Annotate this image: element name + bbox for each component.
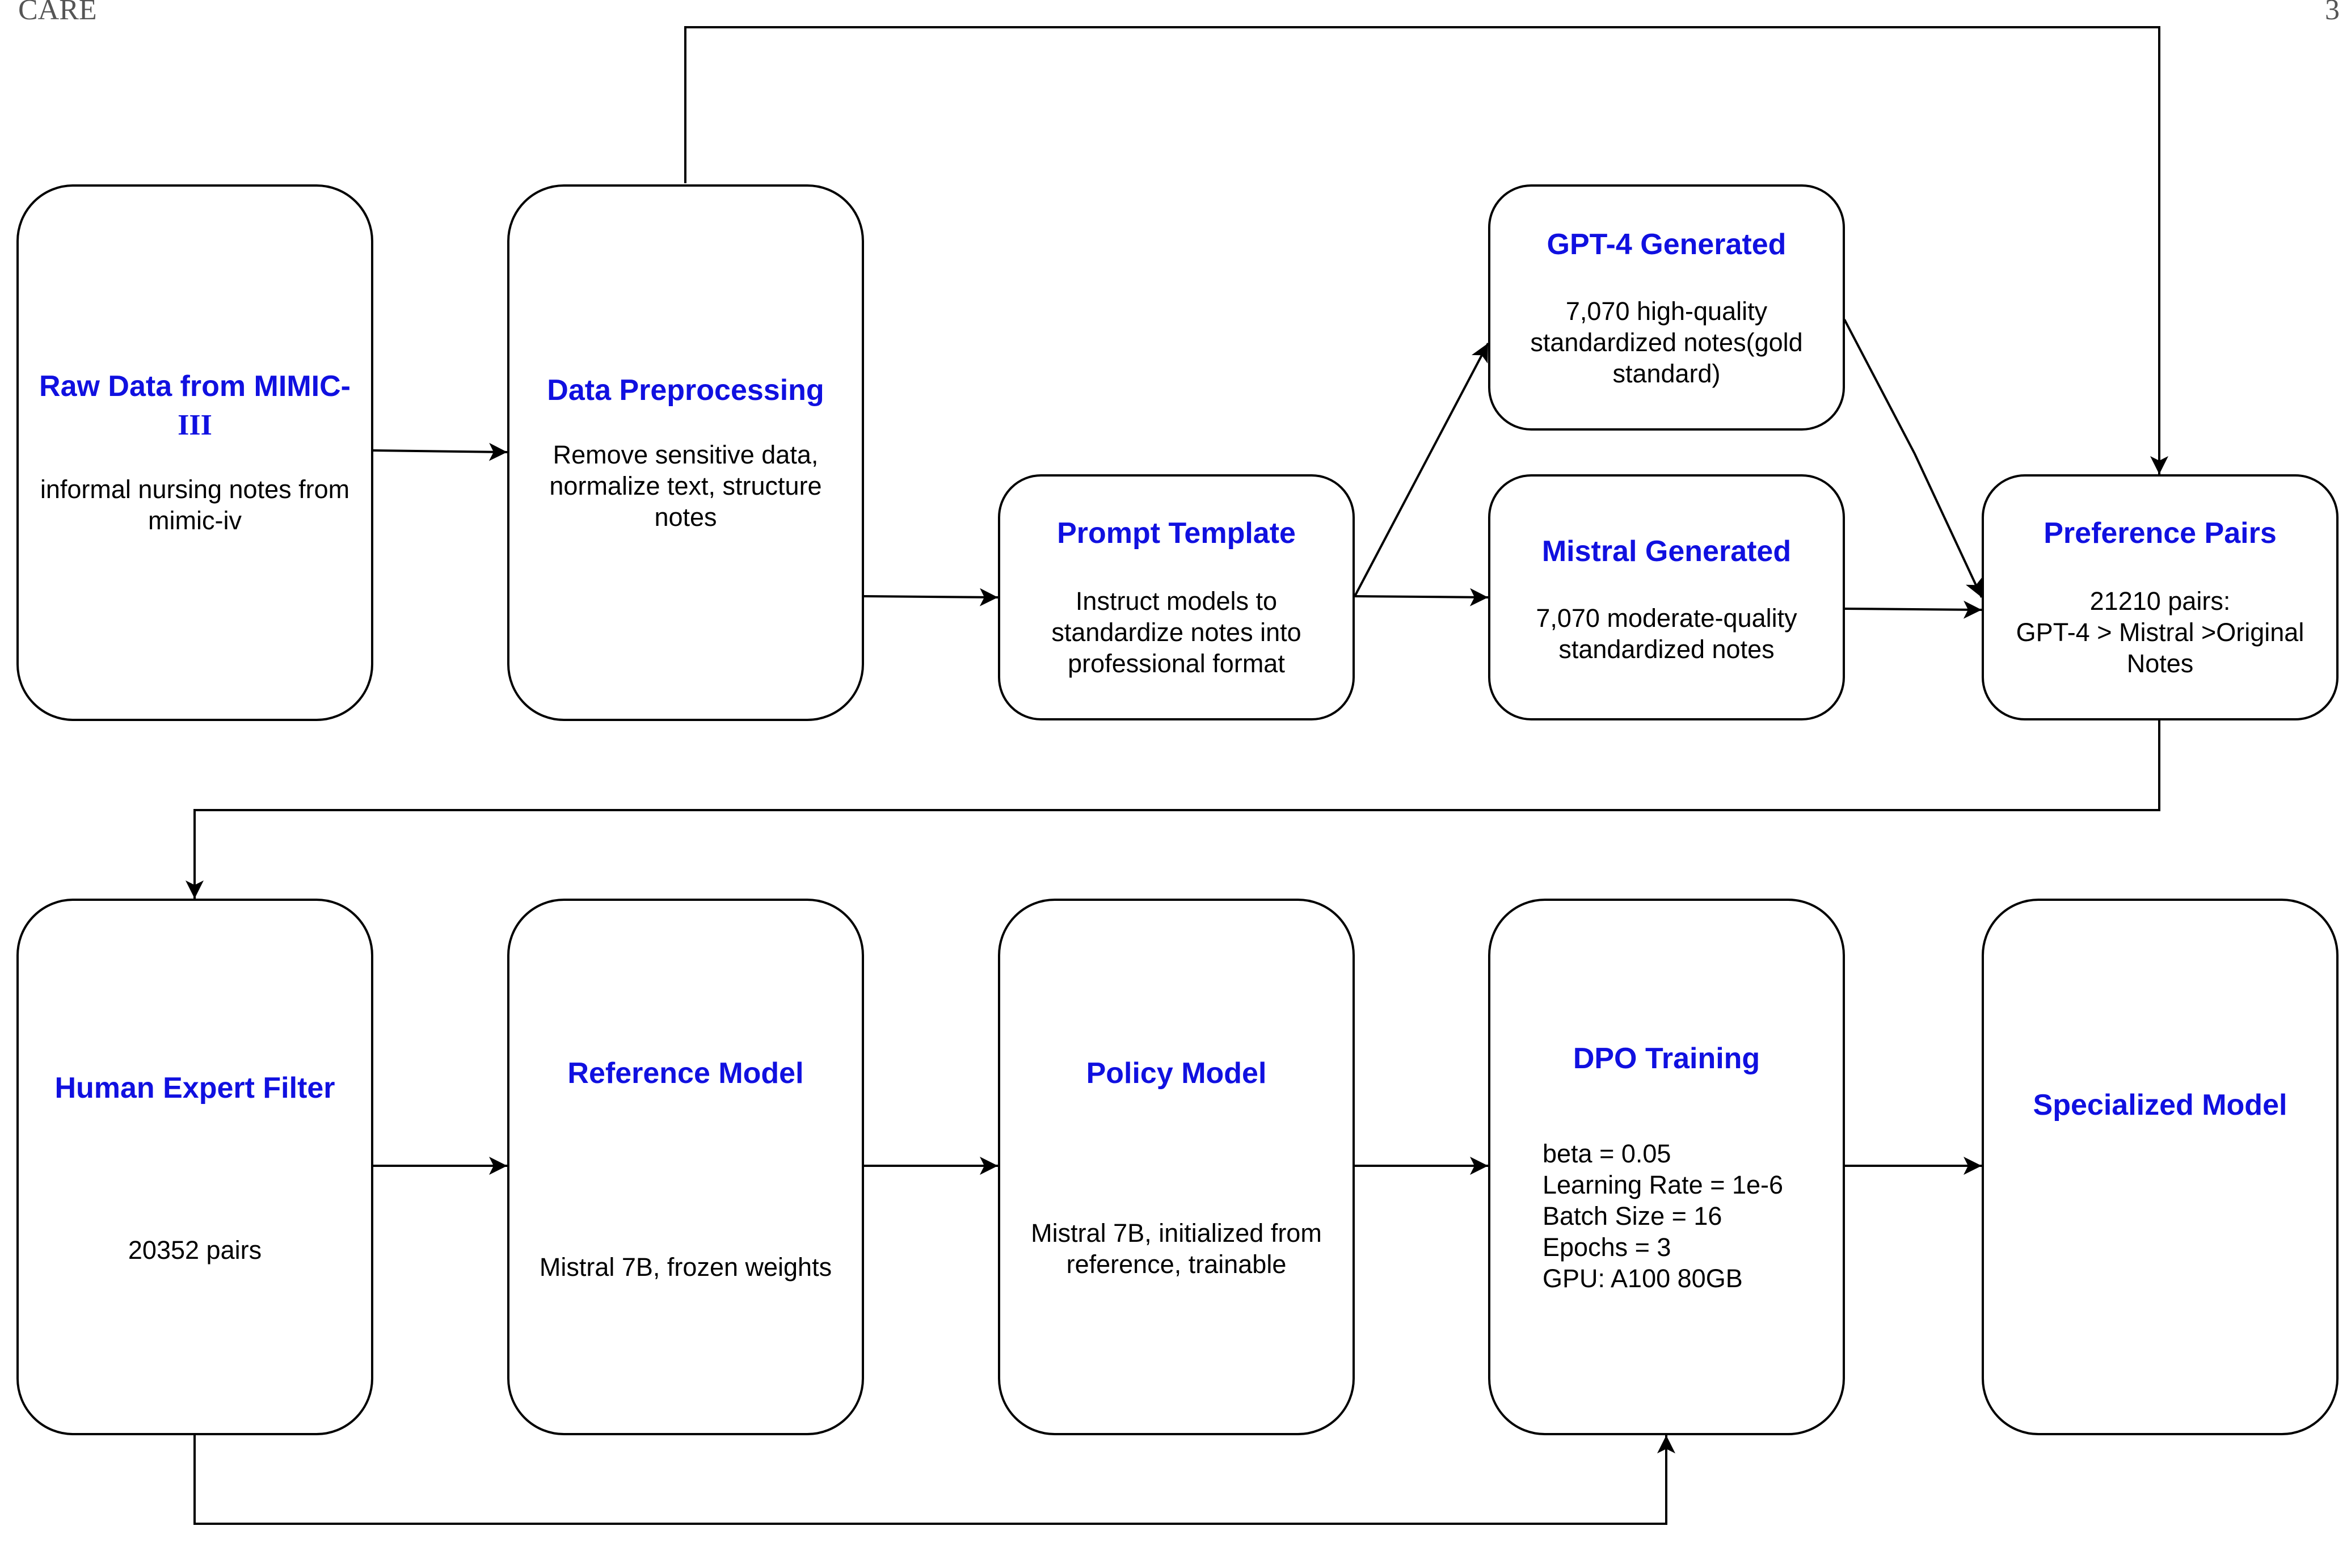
dpo-training-node: DPO Training beta = 0.05 Learning Rate =… [1488,899,1845,1435]
page-number: 3 [2325,0,2340,26]
mistral-generated-node: Mistral Generated 7,070 moderate-quality… [1488,474,1845,720]
policy-model-body: Mistral 7B, initialized from reference, … [1009,1217,1343,1280]
preference-pairs-node: Preference Pairs 21210 pairs: GPT-4 > Mi… [1982,474,2339,720]
dpo-training-param: GPU: A100 80GB [1543,1264,1743,1293]
reference-model-body-line: Mistral 7B, frozen weights [539,1253,832,1282]
gpt4-generated-body-line: standard) [1612,359,1721,388]
gpt4-generated-title: GPT-4 Generated [1547,228,1787,261]
dpo-training-param: Learning Rate = 1e-6 [1543,1170,1784,1199]
human-expert-filter-node: Human Expert Filter 20352 pairs [16,899,373,1435]
preference-pairs-body: 21210 pairs: GPT-4 > Mistral >Original N… [1993,585,2327,679]
data-preprocessing-body-line: Remove sensitive data, [553,440,819,469]
arrow-human-filter-to-dpo [193,1435,1675,1525]
raw-data-title: Raw Data from MIMIC- III [26,367,364,445]
mistral-generated-body-line: standardized notes [1558,635,1775,664]
reference-model-body: Mistral 7B, frozen weights [519,1251,853,1283]
specialized-model-title: Specialized Model [2033,1089,2287,1122]
gpt4-generated-node: GPT-4 Generated 7,070 high-quality stand… [1488,184,1845,431]
raw-data-node: Raw Data from MIMIC- III informal nursin… [16,184,373,721]
gpt4-generated-body-line: standardized notes(gold [1530,328,1803,357]
mistral-generated-title: Mistral Generated [1541,535,1792,568]
data-preprocessing-body-line: notes [654,503,717,532]
human-expert-filter-title: Human Expert Filter [54,1072,335,1105]
policy-model-body-line: reference, trainable [1066,1250,1287,1279]
preference-pairs-title: Preference Pairs [2044,517,2277,550]
preference-pairs-body-line: 21210 pairs: [2089,587,2231,616]
arrow-preference-to-human-filter [186,720,2160,899]
arrow-raw-to-preprocessing [372,442,508,461]
data-preprocessing-title: Data Preprocessing [547,374,824,407]
dpo-training-param: beta = 0.05 [1543,1139,1671,1168]
prompt-template-node: Prompt Template Instruct models to stand… [998,474,1355,720]
prompt-template-body-line: professional format [1068,649,1285,678]
prompt-template-body-line: Instruct models to [1075,587,1278,616]
arrow-preprocessing-to-prompt [863,588,998,606]
dpo-training-param: Batch Size = 16 [1543,1202,1722,1230]
raw-data-body-line: mimic-iv [148,506,242,535]
raw-data-body: informal nursing notes from mimic-iv [28,474,362,536]
policy-model-title: Policy Model [1086,1057,1267,1090]
prompt-template-body: Instruct models to standardize notes int… [1009,585,1343,679]
arrow-preprocessing-to-preference [684,26,2168,474]
human-expert-filter-body-line: 20352 pairs [128,1236,262,1264]
reference-model-node: Reference Model Mistral 7B, frozen weigh… [507,899,864,1435]
arrow-gpt4-to-preference [1843,319,1983,598]
dpo-training-title: DPO Training [1573,1042,1760,1075]
data-preprocessing-node: Data Preprocessing Remove sensitive data… [507,184,864,721]
policy-model-body-line: Mistral 7B, initialized from [1031,1219,1322,1247]
gpt4-generated-body-line: 7,070 high-quality [1565,297,1768,326]
gpt4-generated-body: 7,070 high-quality standardized notes(go… [1499,296,1834,389]
raw-data-title-main: Raw Data from MIMIC- [39,370,351,403]
arrow-prompt-to-mistral [1354,588,1489,606]
dpo-training-body: beta = 0.05 Learning Rate = 1e-6 Batch S… [1543,1138,1831,1294]
data-preprocessing-body: Remove sensitive data, normalize text, s… [519,439,853,533]
prompt-template-title: Prompt Template [1057,517,1296,550]
header-left-text: CARE [18,0,97,26]
arrow-mistral-to-preference [1844,600,1982,619]
raw-data-body-line: informal nursing notes from [40,475,350,504]
arrow-prompt-to-gpt4 [1354,343,1489,597]
human-expert-filter-body: 20352 pairs [28,1234,362,1266]
mistral-generated-body: 7,070 moderate-quality standardized note… [1499,602,1834,665]
specialized-model-node: Specialized Model [1982,899,2339,1435]
reference-model-title: Reference Model [567,1057,804,1090]
preference-pairs-body-line: Notes [2126,649,2194,678]
policy-model-node: Policy Model Mistral 7B, initialized fro… [998,899,1355,1435]
mistral-generated-body-line: 7,070 moderate-quality [1536,604,1797,633]
preference-pairs-body-line: GPT-4 > Mistral >Original [2016,618,2304,647]
raw-data-title-tail: III [178,409,212,441]
prompt-template-body-line: standardize notes into [1051,618,1301,647]
dpo-training-param: Epochs = 3 [1543,1233,1671,1262]
data-preprocessing-body-line: normalize text, structure [549,471,822,500]
